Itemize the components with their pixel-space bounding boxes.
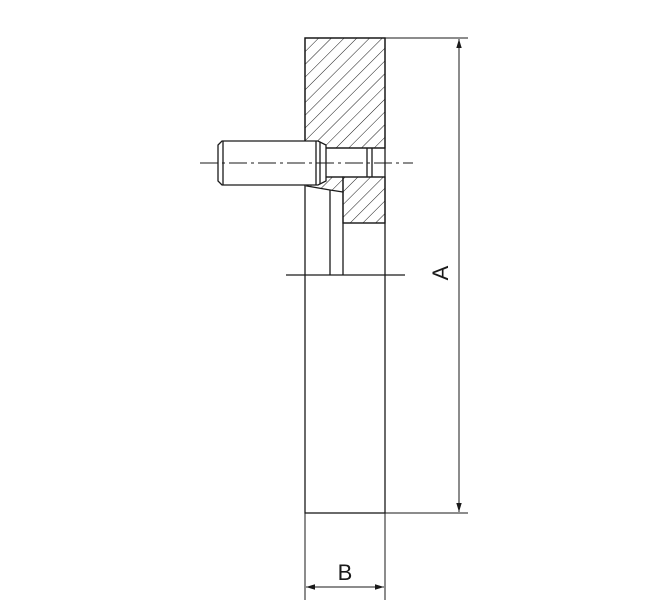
groove [329,190,385,275]
hatched-section-lower [342,176,386,224]
dimension-label-a: A [428,265,453,280]
dimension-label-b: B [338,560,353,585]
hatched-section-upper [304,37,386,149]
bore [326,147,385,178]
